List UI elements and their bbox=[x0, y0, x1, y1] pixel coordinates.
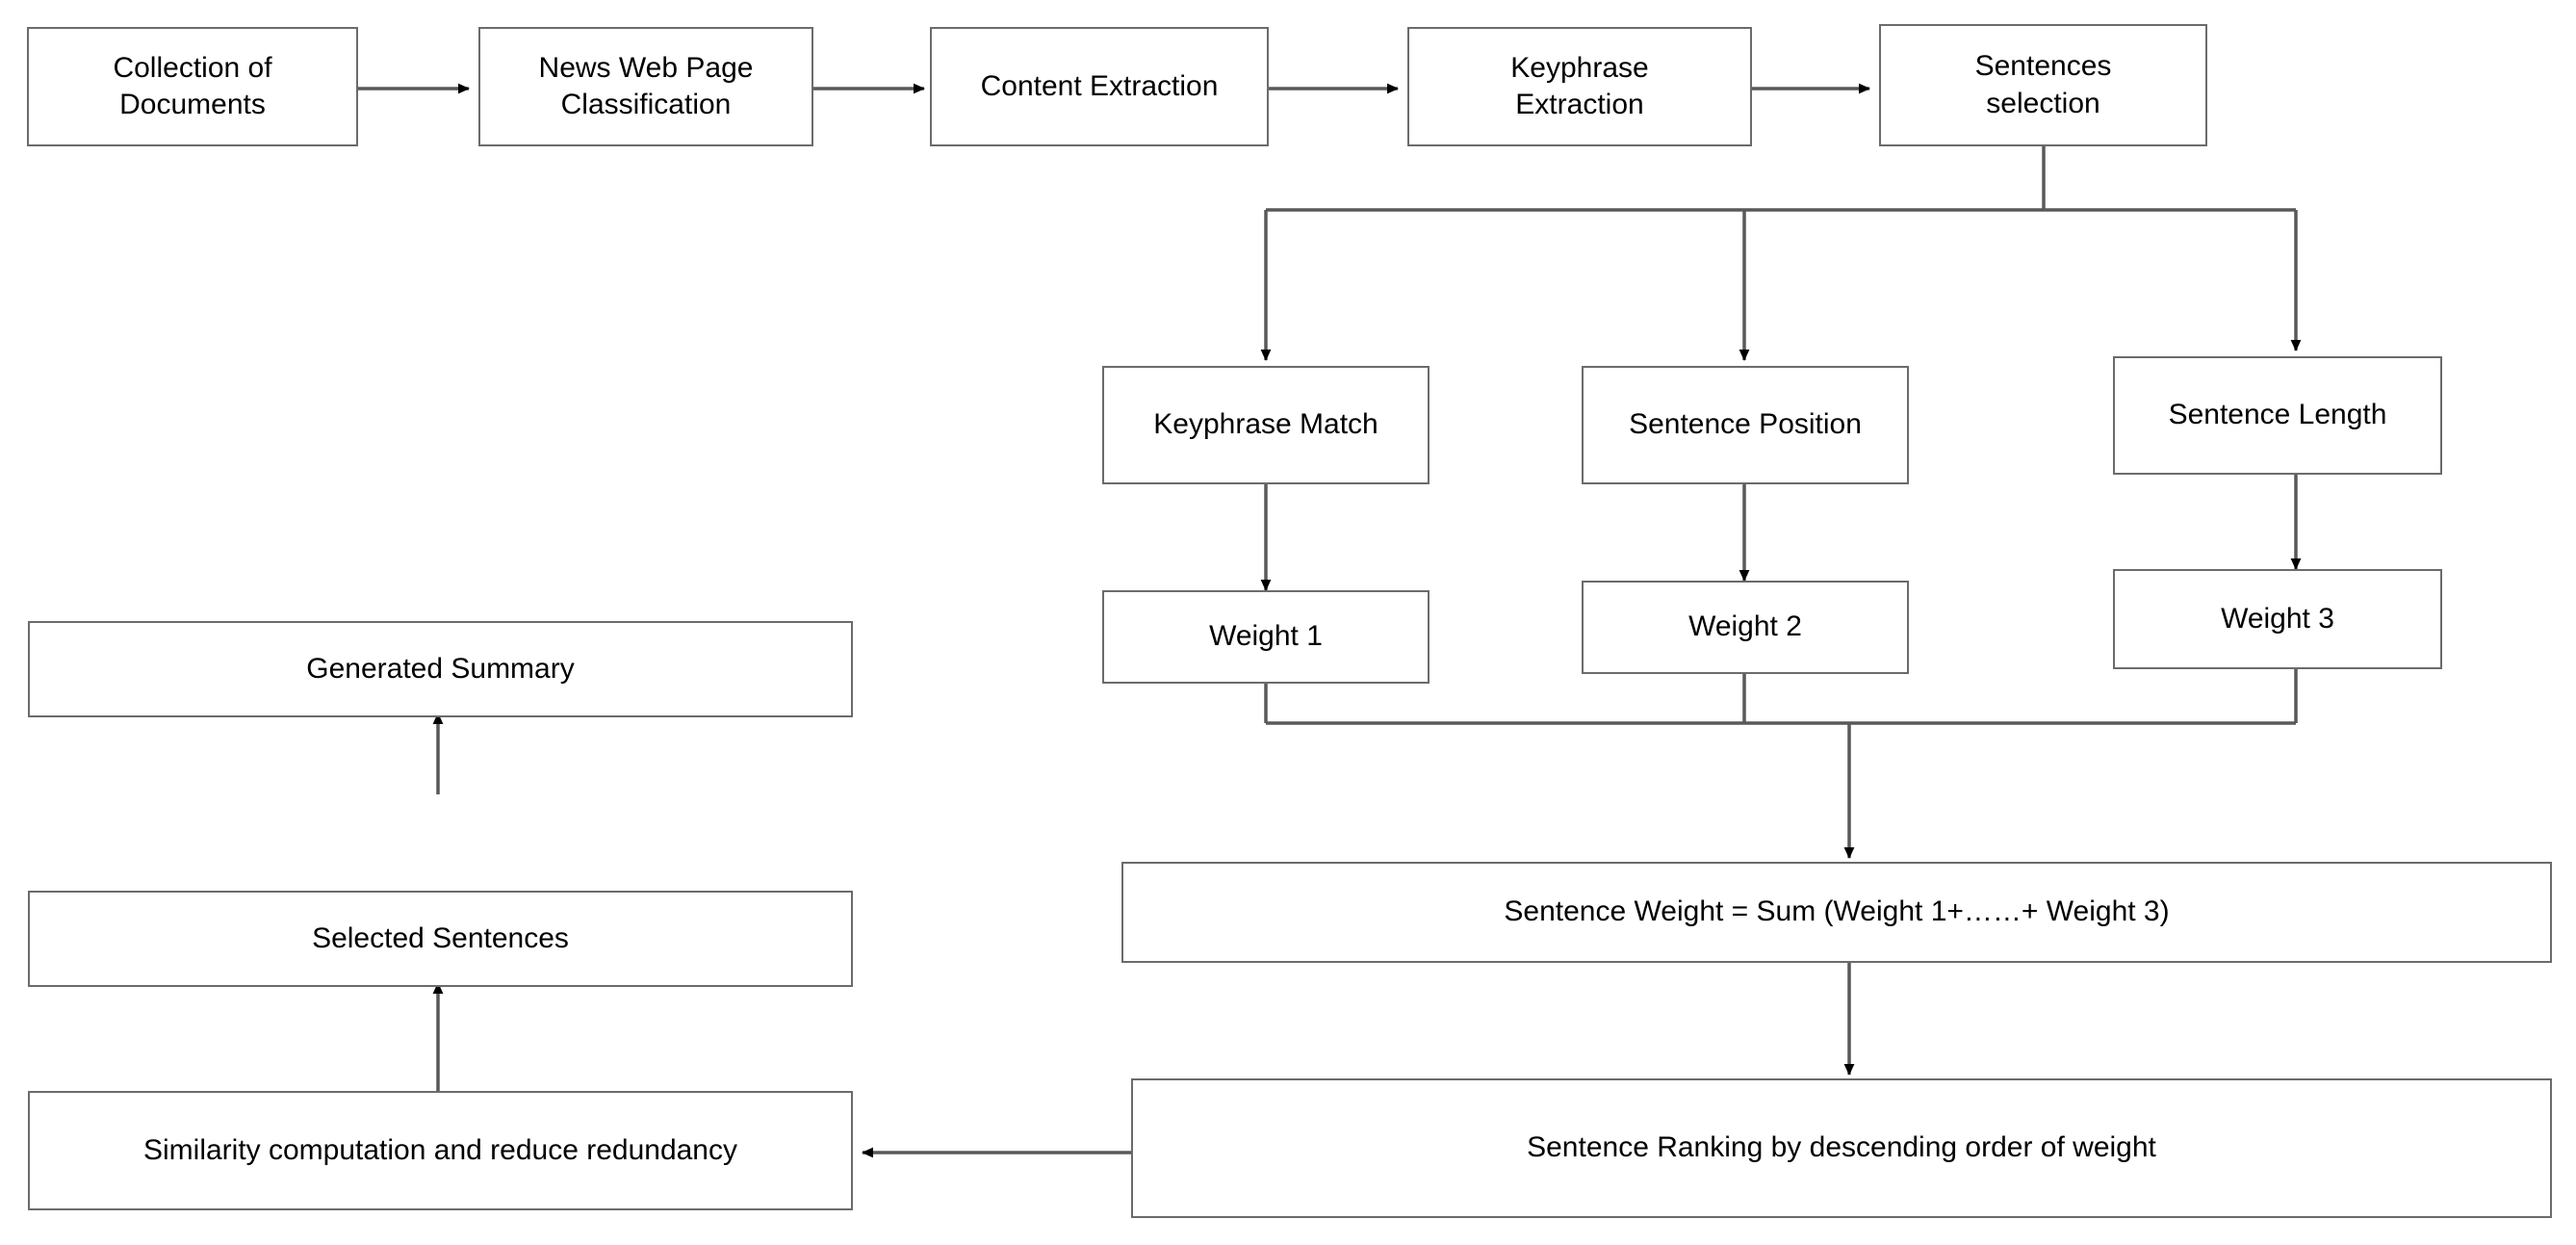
node-label: Sentence Position bbox=[1629, 408, 1862, 441]
node-label: Sentence Ranking by descending order of … bbox=[1527, 1131, 2156, 1164]
node-collection-of-documents[interactable]: Collection of Documents bbox=[27, 27, 358, 146]
node-label: Sentences selection bbox=[1974, 50, 2112, 119]
node-label: Collection of Documents bbox=[113, 51, 272, 120]
node-selected-sentences[interactable]: Selected Sentences bbox=[28, 891, 853, 987]
node-label: Weight 1 bbox=[1209, 620, 1323, 653]
node-label: Content Extraction bbox=[980, 69, 1219, 102]
node-label: Sentence Weight = Sum (Weight 1+……+ Weig… bbox=[1504, 895, 2170, 928]
node-label: Keyphrase Extraction bbox=[1510, 51, 1649, 120]
node-label: Sentence Length bbox=[2168, 399, 2387, 431]
node-sentences-selection[interactable]: Sentences selection bbox=[1879, 24, 2207, 146]
node-news-web-page-classification[interactable]: News Web Page Classification bbox=[478, 27, 813, 146]
node-sentence-length[interactable]: Sentence Length bbox=[2113, 356, 2442, 475]
node-label: Selected Sentences bbox=[312, 921, 569, 954]
node-label: Similarity computation and reduce redund… bbox=[142, 1133, 737, 1166]
node-label: Keyphrase Match bbox=[1153, 408, 1378, 441]
node-sentence-ranking[interactable]: Sentence Ranking by descending order of … bbox=[1131, 1078, 2552, 1218]
node-weight-1[interactable]: Weight 1 bbox=[1102, 590, 1430, 684]
node-sentence-weight-sum[interactable]: Sentence Weight = Sum (Weight 1+……+ Weig… bbox=[1121, 862, 2552, 963]
node-label: Generated Summary bbox=[306, 652, 575, 685]
node-label: News Web Page Classification bbox=[538, 51, 754, 120]
node-content-extraction[interactable]: Content Extraction bbox=[930, 27, 1269, 146]
node-keyphrase-match[interactable]: Keyphrase Match bbox=[1102, 366, 1430, 484]
node-label: Weight 2 bbox=[1688, 610, 1802, 643]
node-similarity-computation[interactable]: Similarity computation and reduce redund… bbox=[28, 1091, 853, 1210]
node-sentence-position[interactable]: Sentence Position bbox=[1582, 366, 1909, 484]
node-keyphrase-extraction[interactable]: Keyphrase Extraction bbox=[1407, 27, 1752, 146]
node-weight-2[interactable]: Weight 2 bbox=[1582, 581, 1909, 674]
node-generated-summary[interactable]: Generated Summary bbox=[28, 621, 853, 717]
node-weight-3[interactable]: Weight 3 bbox=[2113, 569, 2442, 669]
node-label: Weight 3 bbox=[2221, 602, 2334, 635]
